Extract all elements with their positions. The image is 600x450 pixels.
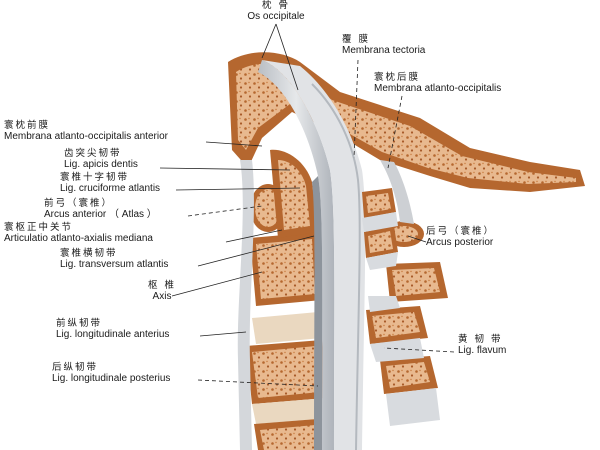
leader-longitudinale-anterius [199,331,247,337]
label-membrana-atlanto-occipitalis-la: Membrana atlanto-occipitalis [374,83,502,94]
leader-apicis-dentis [159,167,291,171]
label-longitudinale-posterius: 后纵韧带 Lig. longitudinale posterius [52,362,170,385]
leader-cruciforme [175,187,301,191]
label-longitudinale-posterius-zh: 后纵韧带 [52,362,99,373]
label-arcus-posterior-zh: 后弓（寰椎） [426,226,496,237]
label-membrana-atlanto-occipitalis: 寰枕后膜 Membrana atlanto-occipitalis [374,72,501,95]
label-os-occipitale: 枕 骨 Os occipitale [224,0,328,23]
label-membrana-anterior-la: Membrana atlanto-occipitalis anterior [4,131,168,142]
label-longitudinale-anterius-zh: 前纵韧带 [56,318,103,329]
label-arcus-anterior-la: Arcus anterior （ Atlas ） [44,209,157,220]
label-arcus-anterior-zh: 前弓（寰椎） [44,198,114,209]
label-apicis-dentis: 齿突尖韧带 Lig. apicis dentis [64,148,138,171]
label-membrana-anterior-zh: 寰枕前膜 [4,120,51,131]
label-membrana-atlanto-occipitalis-zh: 寰枕后膜 [374,72,421,83]
leader-arcus-anterior [187,205,263,217]
leader-membrana-tectoria [353,59,359,159]
vertebral-bodies [246,149,334,450]
label-os-occipitale-zh: 枕 骨 [261,0,291,11]
label-cruciforme-zh: 寰椎十字韧带 [60,172,130,183]
label-articulatio-zh: 寰枢正中关节 [4,222,74,233]
tectorial-membrane [258,60,335,450]
label-membrana-tectoria-la: Membrana tectoria [342,45,426,56]
leader-arcus-posterior [407,235,427,243]
leader-os-occipitale [261,23,277,59]
label-os-occipitale-la: Os occipitale [247,11,305,22]
label-apicis-dentis-la: Lig. apicis dentis [64,159,138,170]
anterior-longitudinal-ligament [237,160,254,450]
leader-longitudinale-posterius [197,379,319,387]
ligamenta-flava [362,212,440,426]
label-articulatio: 寰枢正中关节 Articulatio atlanto-axialis media… [4,222,153,245]
leader-axis [171,271,263,297]
label-arcus-posterior-la: Arcus posterior [426,237,494,248]
leader-lig-flavum [383,347,455,353]
label-membrana-tectoria-zh: 覆 膜 [342,34,371,45]
label-axis: 枢 椎 Axis [134,280,190,303]
label-lig-flavum-zh: 黄 韧 带 [458,334,503,345]
label-lig-flavum-la: Lig. flavum [458,345,507,356]
label-cruciforme-la: Lig. cruciforme atlantis [60,183,161,194]
label-cruciforme: 寰椎十字韧带 Lig. cruciforme atlantis [60,172,160,195]
vertebral-canal [262,60,366,450]
label-transversum: 寰椎横韧带 Lig. transversum atlantis [60,248,168,271]
label-longitudinale-anterius: 前纵韧带 Lig. longitudinale anterius [56,318,169,341]
label-axis-zh: 枢 椎 [147,280,177,291]
label-membrana-anterior: 寰枕前膜 Membrana atlanto-occipitalis anteri… [4,120,168,143]
leader-membrana-anterior [205,141,263,147]
label-arcus-posterior: 后弓（寰椎） Arcus posterior [426,226,495,249]
label-longitudinale-posterius-la: Lig. longitudinale posterius [52,373,171,384]
posterior-atlanto-occipital-membrane [380,160,414,224]
laminae [362,188,448,394]
leader-transversum [197,235,315,267]
label-lig-flavum: 黄 韧 带 Lig. flavum [458,334,506,357]
label-transversum-zh: 寰椎横韧带 [60,248,118,259]
label-axis-la: Axis [152,291,172,302]
leader-membrana-atlanto-occipitalis [387,95,403,169]
label-membrana-tectoria: 覆 膜 Membrana tectoria [342,34,425,57]
label-transversum-la: Lig. transversum atlantis [60,259,169,270]
label-arcus-anterior: 前弓（寰椎） Arcus anterior （ Atlas ） [44,198,157,221]
leader-lines [159,23,455,387]
label-apicis-dentis-zh: 齿突尖韧带 [64,148,122,159]
label-articulatio-la: Articulatio atlanto-axialis mediana [4,233,153,244]
posterior-longitudinal-ligament [312,176,323,450]
leader-articulatio [225,229,283,243]
label-longitudinale-anterius-la: Lig. longitudinale anterius [56,329,170,340]
